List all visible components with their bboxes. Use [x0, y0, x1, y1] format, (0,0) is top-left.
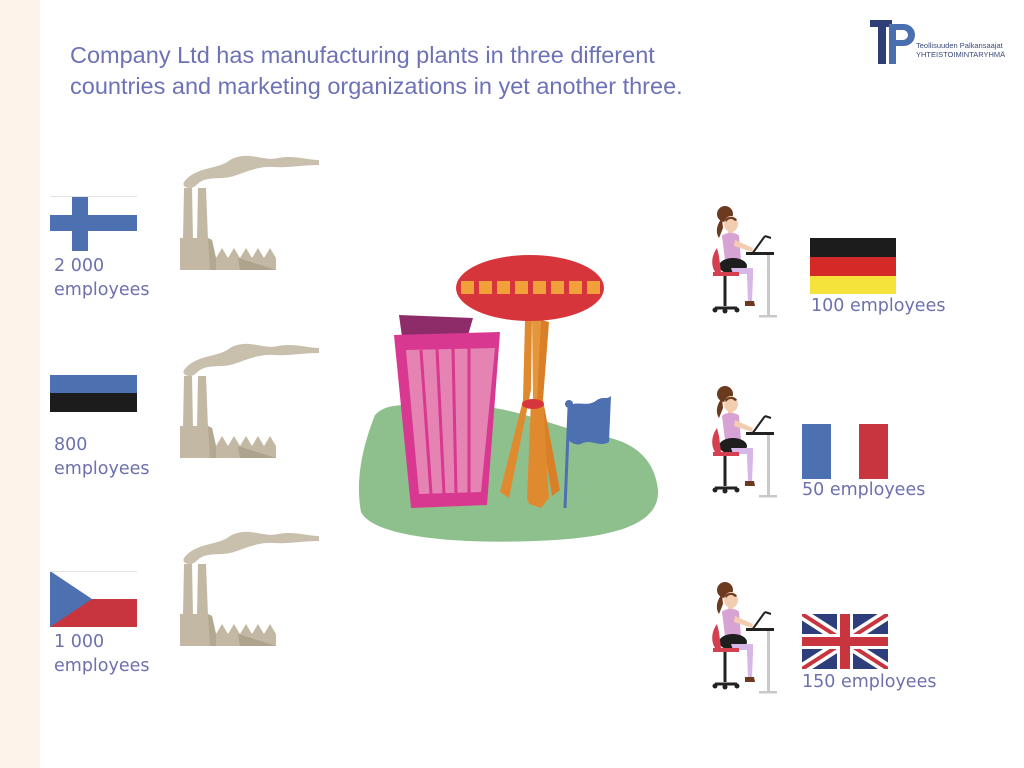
left-margin-strip — [0, 0, 40, 768]
title-line-1: Company Ltd has manufacturing plants in … — [70, 42, 655, 68]
uk-flag — [802, 614, 888, 669]
logo-text-line-2: YHTEISTOIMINTARYHMÄ — [916, 50, 1006, 59]
france-employee-count: 50 employees — [802, 480, 926, 500]
office-tower — [394, 315, 500, 508]
finland-employee-count: 2 000 employees — [54, 254, 150, 302]
factory-icon — [180, 343, 319, 458]
factory-icon — [180, 531, 319, 646]
france-flag — [802, 424, 888, 479]
czech-employee-count: 1 000 employees — [54, 630, 150, 678]
blue-flag-icon — [563, 396, 611, 509]
office-worker-icon — [712, 206, 777, 318]
finland-count-unit: employees — [54, 280, 150, 300]
logo-text: Teollisuuden Palkansaajat YHTEISTOIMINTA… — [916, 41, 1005, 59]
czech-flag — [50, 571, 137, 627]
factory-icon — [180, 155, 319, 270]
germany-flag — [810, 238, 896, 294]
office-worker-icon — [712, 386, 777, 498]
organization-logo: Teollisuuden Palkansaajat YHTEISTOIMINTA… — [870, 18, 1024, 68]
estonia-employee-count: 800 employees — [54, 433, 150, 481]
czech-count-value: 1 000 — [54, 632, 105, 652]
slide-title: Company Ltd has manufacturing plants in … — [70, 40, 790, 102]
finland-flag — [50, 196, 137, 251]
uk-employee-count: 150 employees — [802, 672, 937, 692]
headquarters-illustration — [358, 255, 659, 542]
germany-employee-count: 100 employees — [811, 296, 946, 316]
observation-disc — [456, 255, 604, 321]
estonia-count-unit: employees — [54, 459, 150, 479]
title-line-2: countries and marketing organizations in… — [70, 73, 683, 99]
office-worker-icon — [712, 582, 777, 694]
finland-count-value: 2 000 — [54, 256, 105, 276]
czech-count-unit: employees — [54, 656, 150, 676]
tp-logo-icon — [870, 20, 915, 64]
estonia-flag — [50, 375, 137, 412]
estonia-count-value: 800 — [54, 435, 88, 455]
spire-tower — [500, 316, 560, 508]
logo-text-line-1: Teollisuuden Palkansaajat — [916, 41, 1003, 50]
